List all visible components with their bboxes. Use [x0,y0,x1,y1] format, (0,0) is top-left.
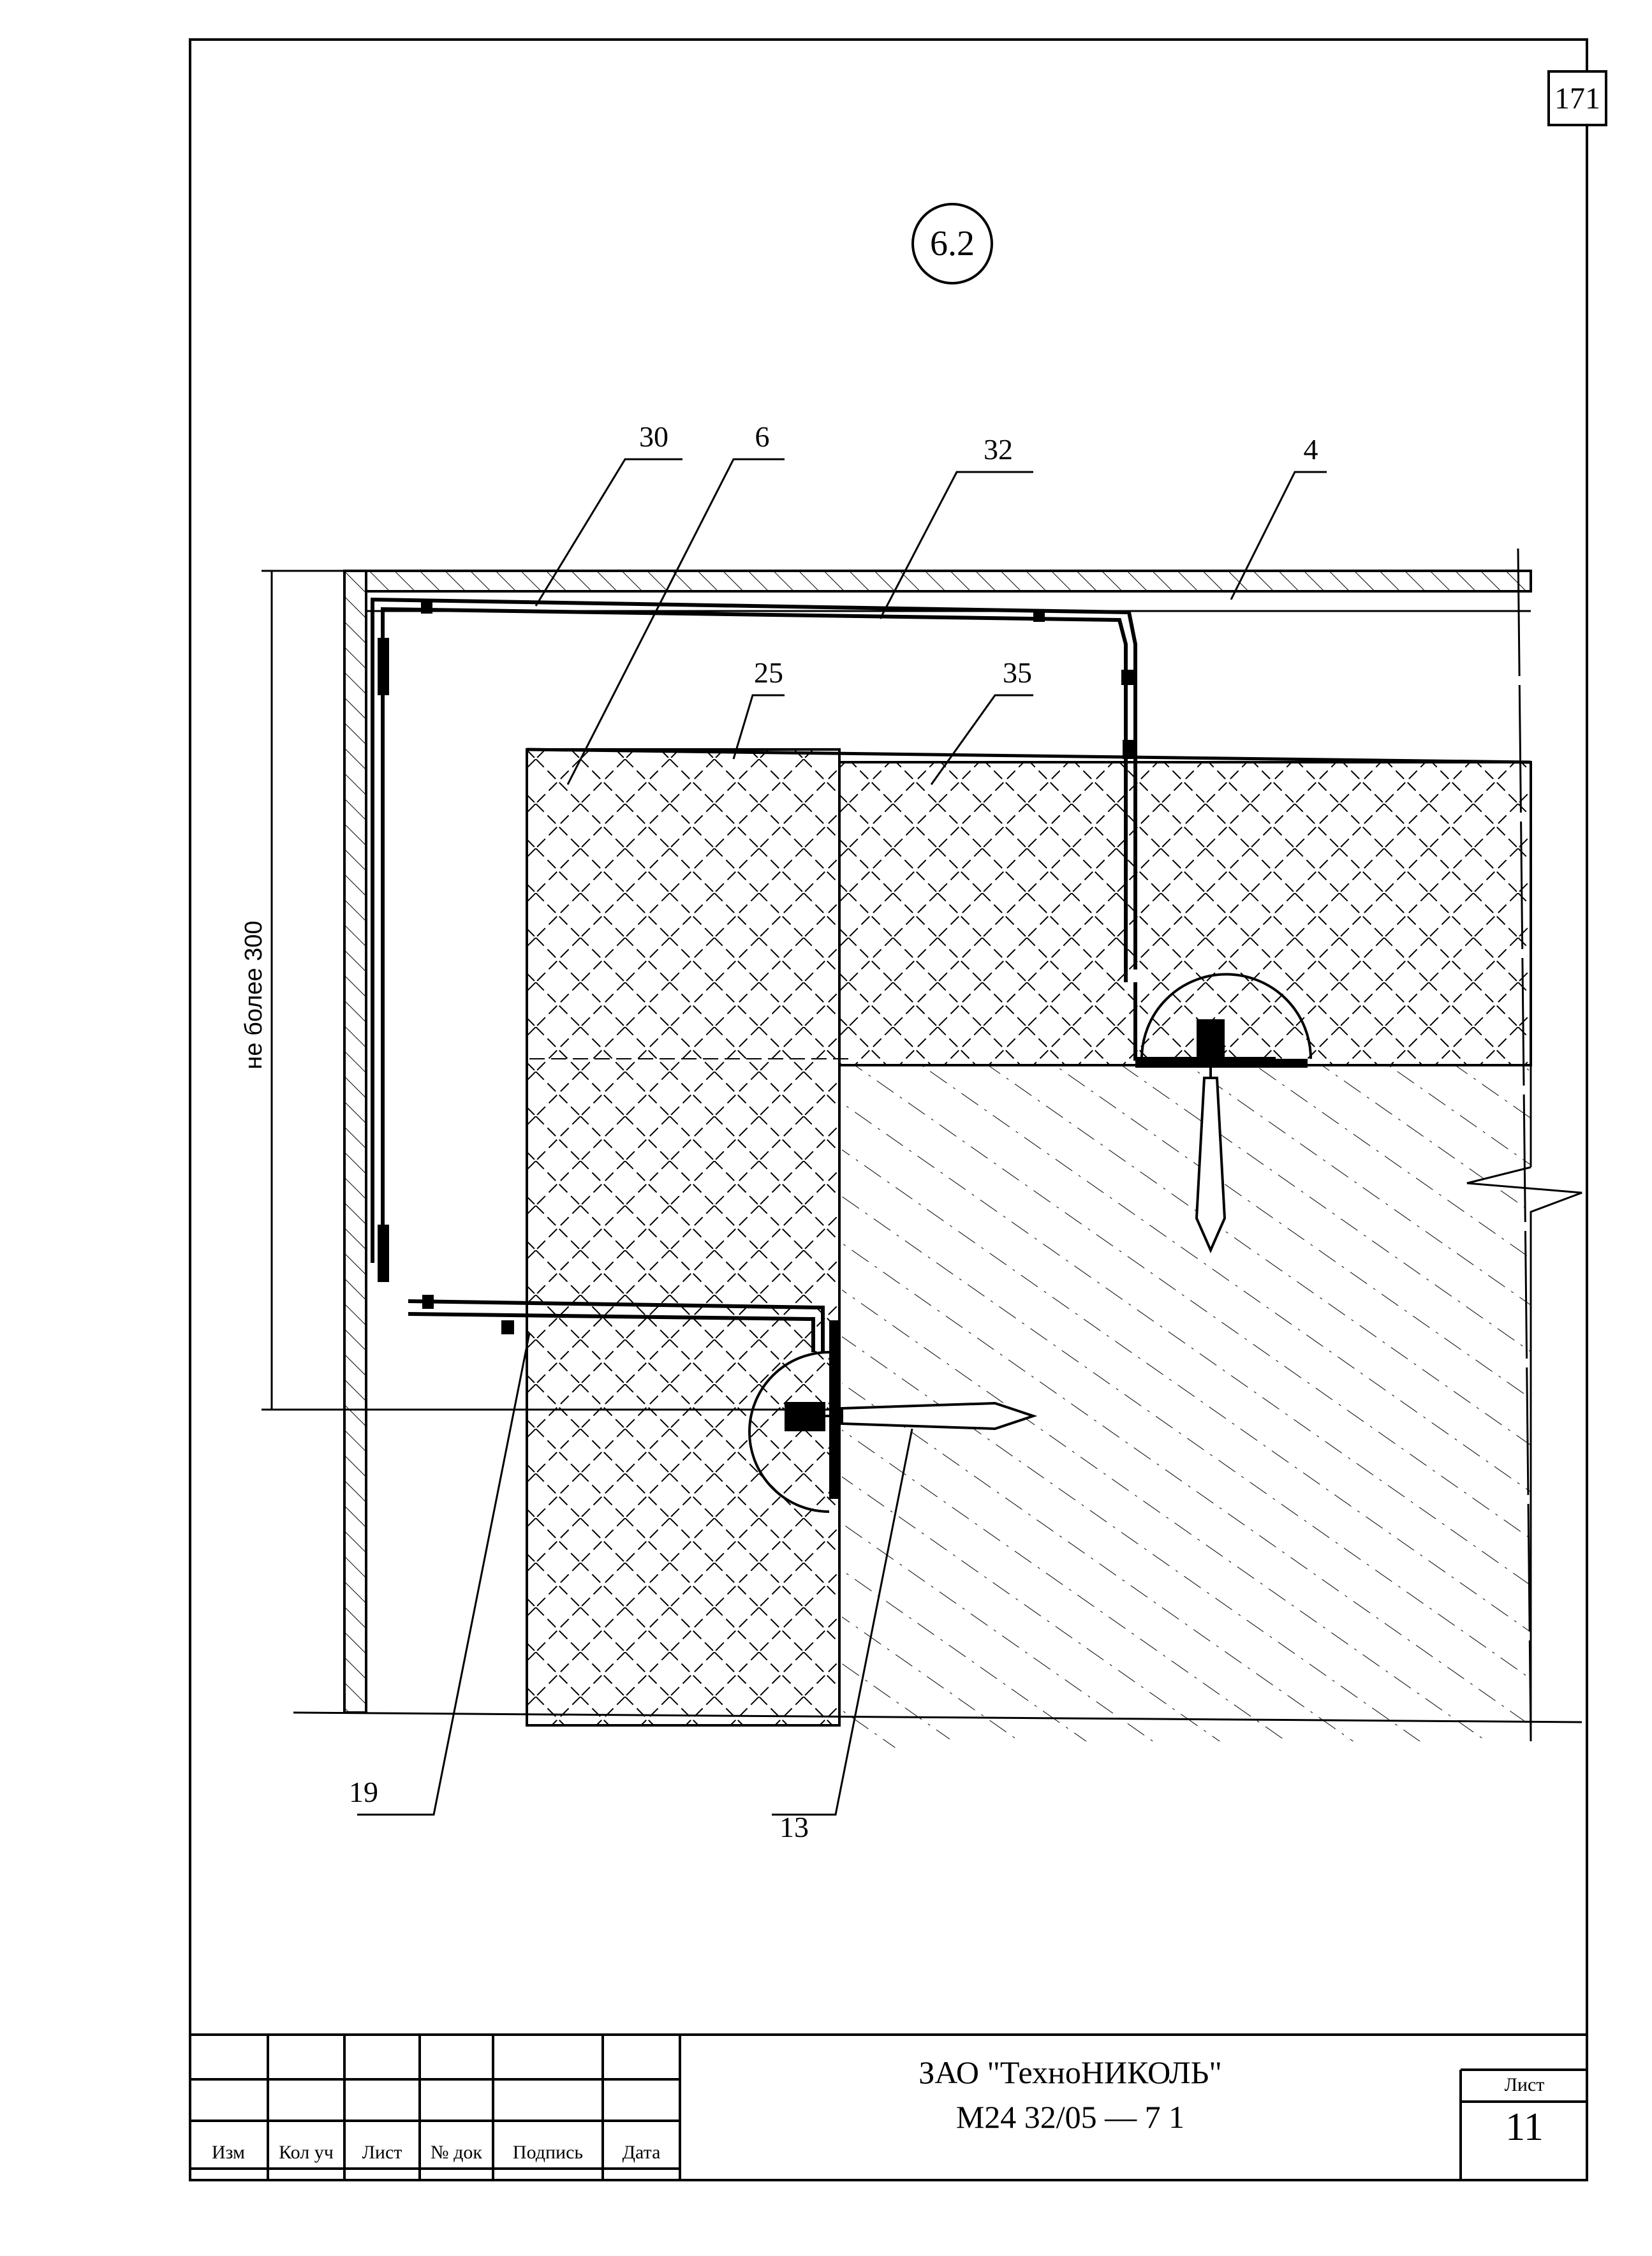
header-izm: Изм [211,2142,246,2163]
anchor-bolt-13 [748,1351,1038,1513]
detail-label: 6.2 [930,224,975,263]
base-line [293,1711,1582,1723]
dimension-line [262,570,829,1411]
insulation-layer-35 [838,761,1532,1066]
callout-6: 6 [755,420,770,453]
header-list: Лист [362,2142,402,2163]
callout-35: 35 [1003,656,1032,689]
title-block: Изм Кол уч Лист № док Подпись Дата ЗАО "… [189,2035,1588,2181]
page-number: 171 [1547,70,1607,126]
callout-13: 13 [779,1811,809,1843]
insulation-layer-6 [526,748,841,1727]
leader-lines [357,458,1327,1816]
outer-cladding-left [343,570,367,1714]
anchor-bolt-upper [1140,973,1312,1253]
callout-32: 32 [984,433,1013,466]
membrane-25 [526,748,1531,764]
callout-30: 30 [639,420,668,453]
header-no-dok: № док [431,2142,482,2163]
header-podpis: Подпись [512,2142,584,2163]
header-kol-uch: Кол уч [279,2142,334,2163]
callout-25: 25 [754,656,783,689]
company-name: ЗАО "ТехноНИКОЛЬ" [918,2054,1222,2090]
header-data: Дата [622,2142,661,2163]
sheet-label: Лист [1504,2074,1545,2095]
document-number: М24 32/05 — 7 1 [955,2099,1185,2135]
title-block-grid [189,2033,1588,2181]
fastener-blocks [378,601,1308,1499]
callout-4: 4 [1304,433,1318,466]
callout-19: 19 [349,1776,378,1808]
detail-marker [911,203,993,284]
drawing-frame [189,38,1588,2181]
sheet-number: 11 [1505,2105,1544,2149]
dimension-label: не более 300 [240,920,267,1069]
